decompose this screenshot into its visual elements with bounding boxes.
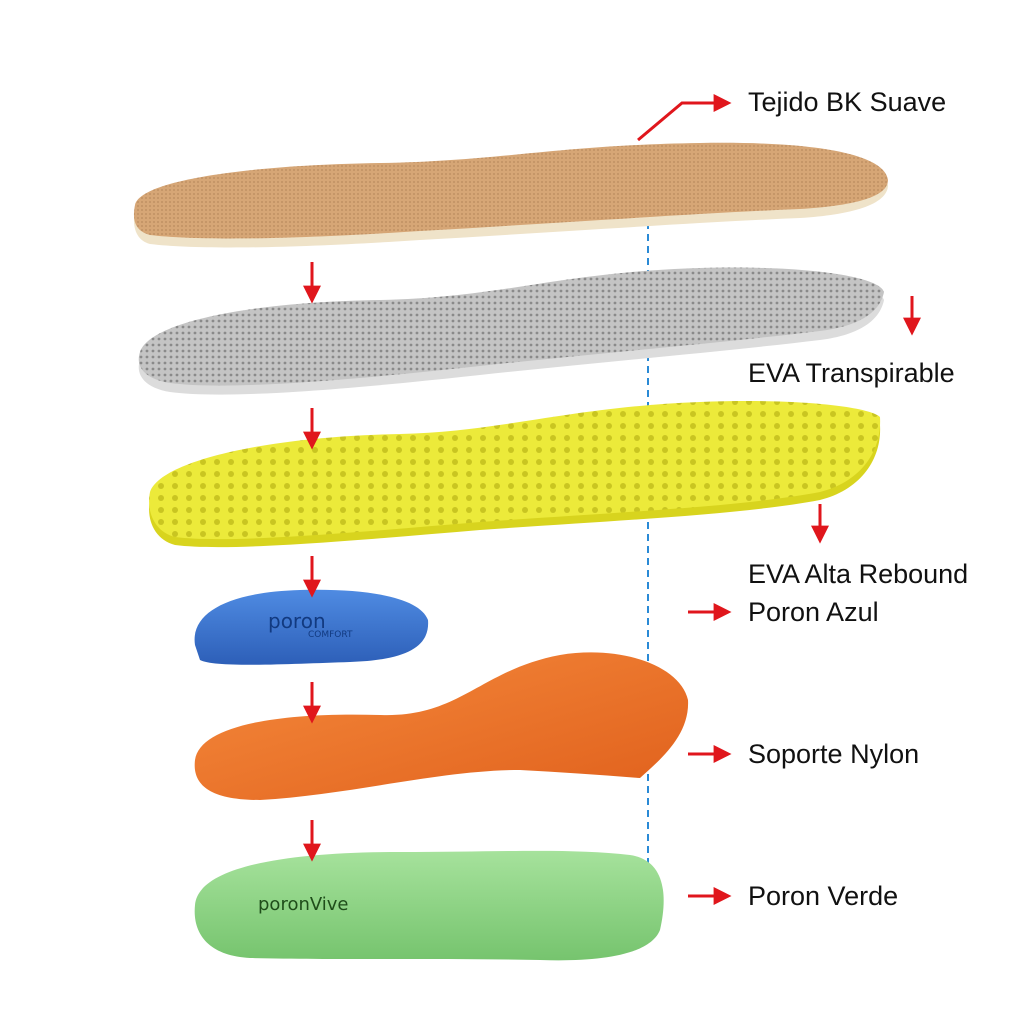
- label-tejido-bk-suave: Tejido BK Suave: [748, 87, 947, 117]
- label-eva-alta-rebound: EVA Alta Rebound: [748, 559, 969, 589]
- layer-eva-transpirable: [138, 267, 884, 395]
- layer-tejido-bk-suave: [133, 142, 888, 248]
- poron-vive-logo: poronVive: [258, 894, 349, 915]
- label-soporte-nylon: Soporte Nylon: [748, 739, 920, 769]
- layer-eva-alta-rebound: [149, 401, 881, 548]
- label-poron-azul: Poron Azul: [748, 597, 879, 627]
- layer-poron-azul: poron COMFORT: [194, 589, 429, 665]
- layer-soporte-nylon: [194, 652, 689, 800]
- poron-comfort-sublogo: COMFORT: [308, 630, 353, 640]
- arrow-tejido: [637, 94, 732, 142]
- label-eva-transpirable: EVA Transpirable: [748, 358, 955, 388]
- right-arrows: [637, 94, 921, 905]
- label-poron-verde: Poron Verde: [748, 881, 899, 911]
- poron-comfort-logo: poron: [268, 609, 326, 633]
- layer-poron-verde: poronVive: [194, 850, 664, 961]
